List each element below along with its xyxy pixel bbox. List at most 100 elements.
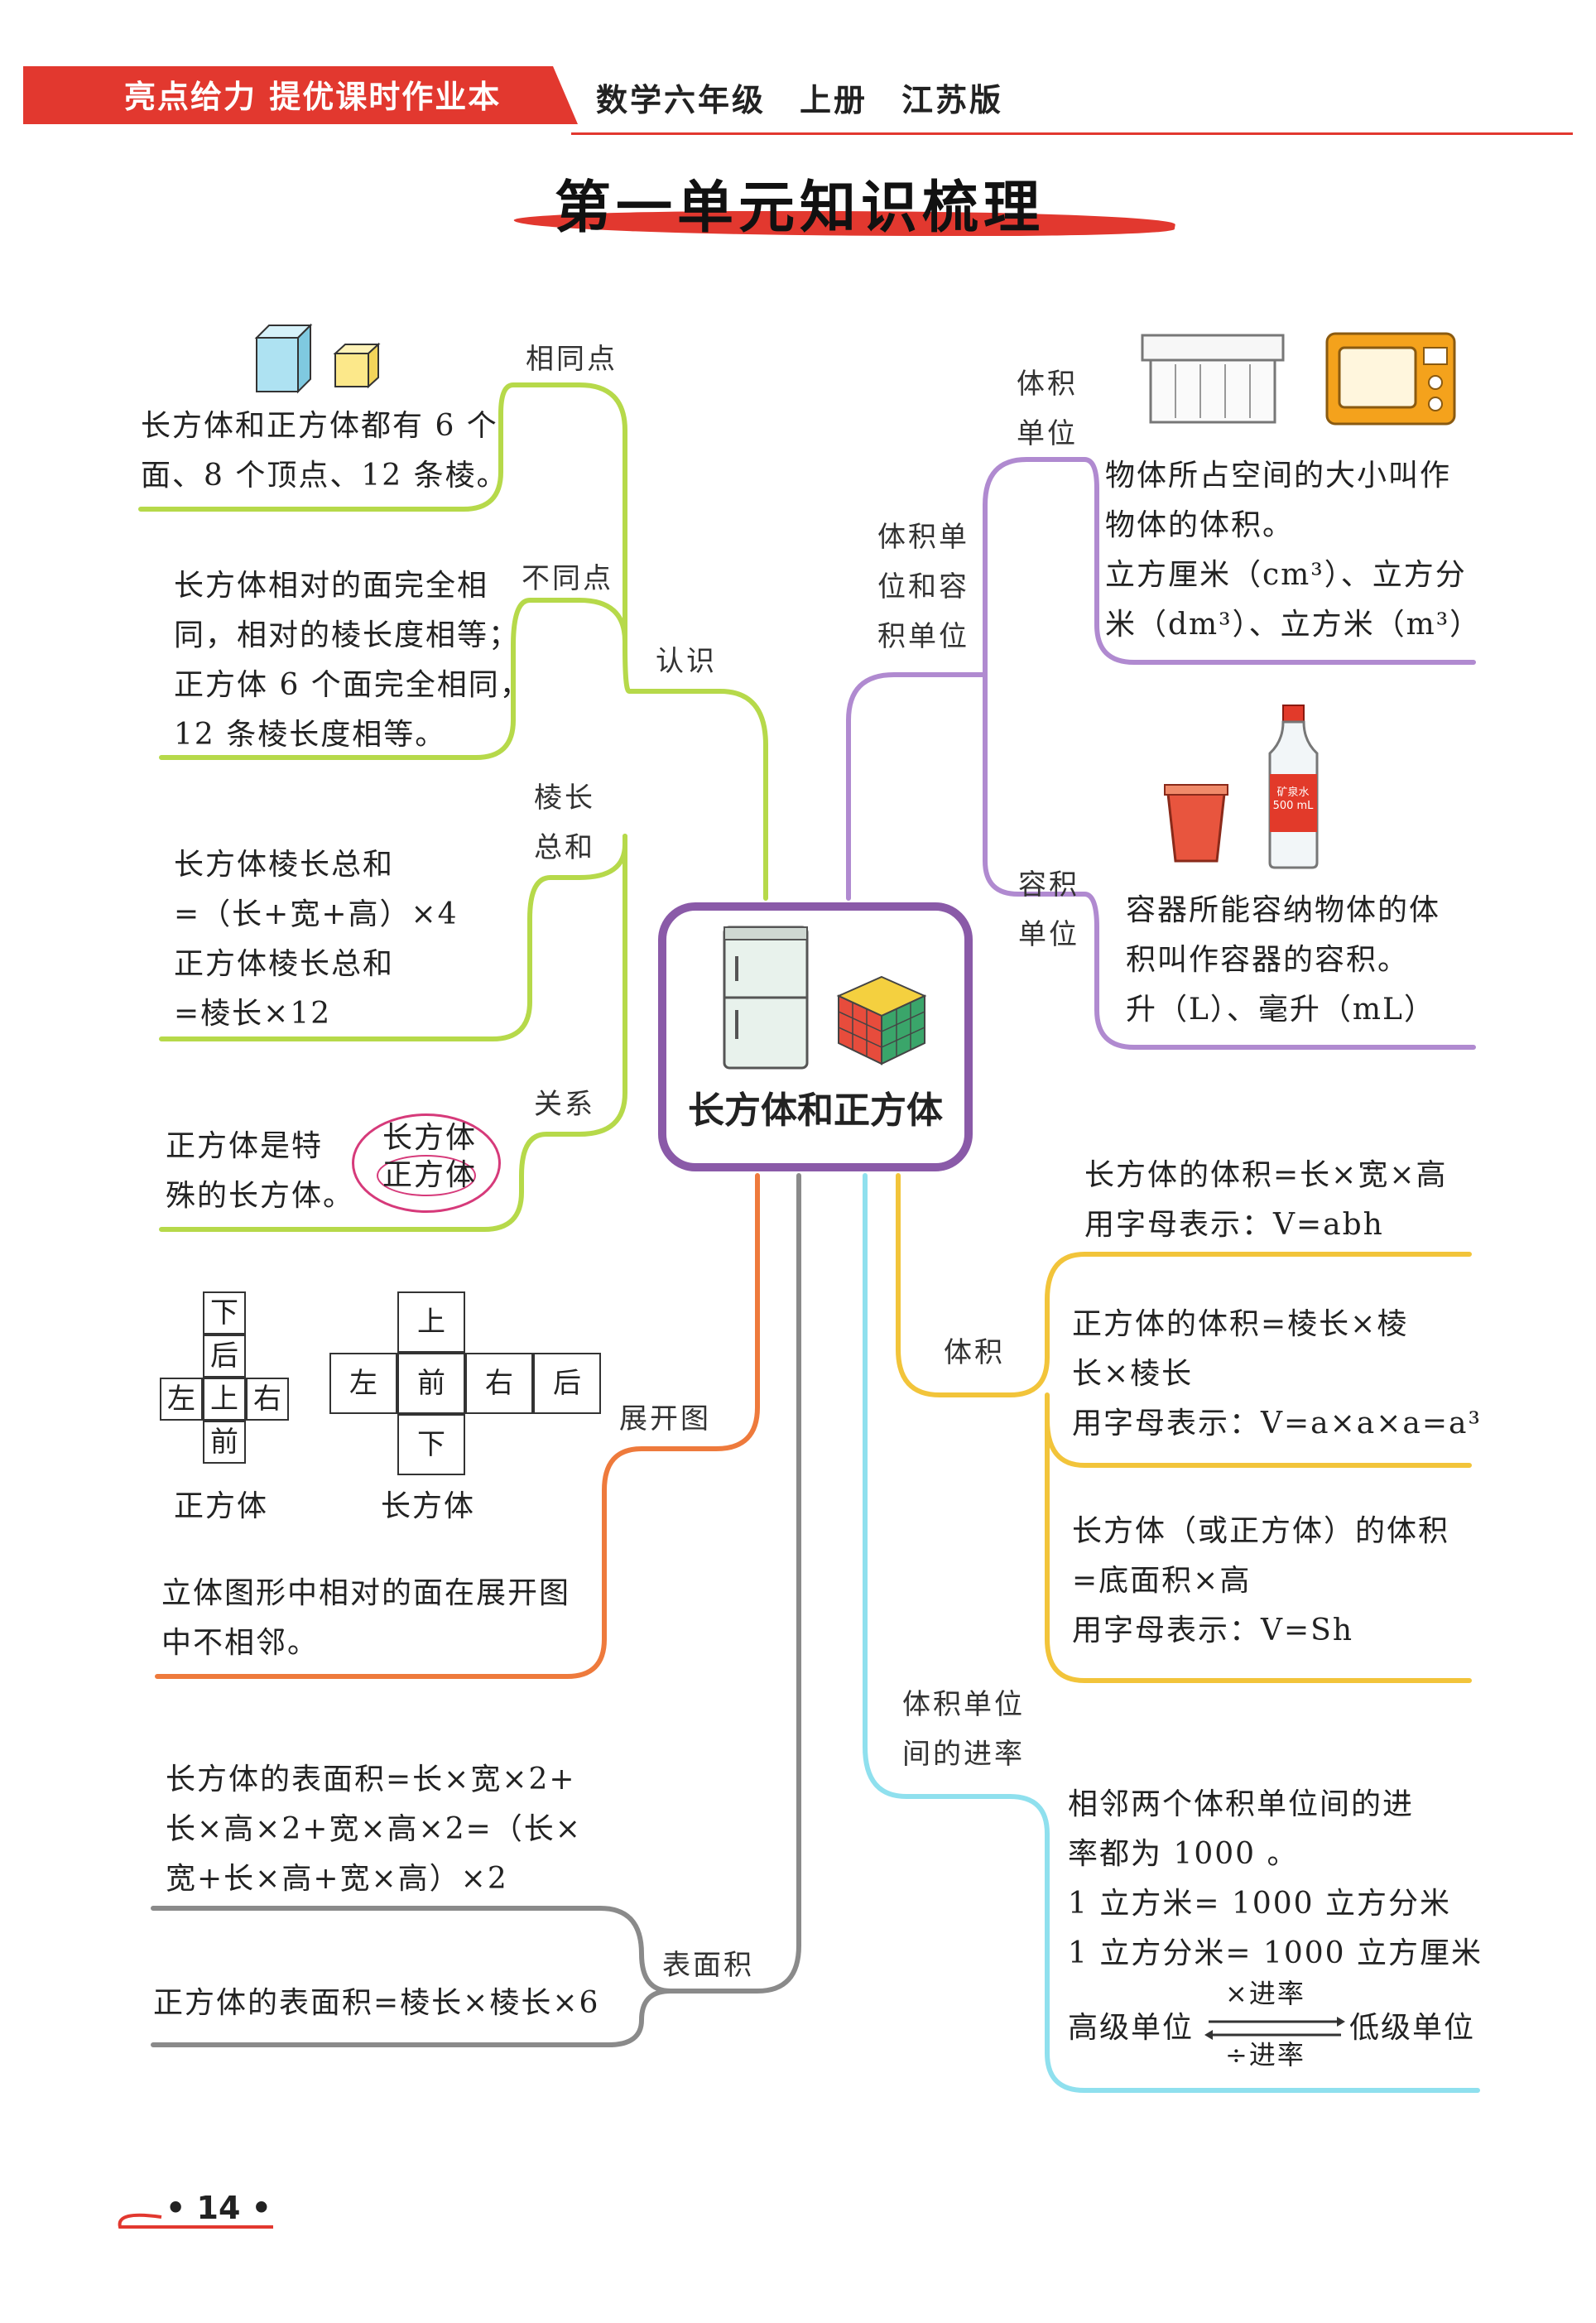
label-volume-unit-1: 体积 (1017, 368, 1078, 401)
branch-line-diff (159, 598, 627, 760)
header-banner (23, 66, 578, 124)
cuboid-net-caption: 长方体 (381, 1489, 476, 1523)
volume-block3-line-3: 用字母表示：V=Sh (1072, 1614, 1354, 1647)
relation-line-2: 殊的长方体。 (166, 1179, 355, 1213)
cuboid-net-cell: 上 (397, 1291, 465, 1353)
label-edge-sum-1: 棱长 (534, 782, 595, 815)
branch-label-surface: 表面积 (662, 1949, 754, 1982)
rate-multiply: ×进率 (1225, 1978, 1305, 2009)
cube-icon (333, 342, 381, 389)
branch-label-renshi: 认识 (656, 645, 717, 678)
cuboid-net-cell: 下 (397, 1414, 465, 1475)
cube-net-cell: 后 (203, 1335, 246, 1378)
surface-line-3: 宽+长×高+宽×高）×2 (166, 1862, 508, 1896)
same-points-line-1: 长方体和正方体都有 6 个 (141, 409, 498, 443)
page-number-underline (118, 2213, 273, 2229)
surface-line-1: 长方体的表面积=长×宽×2+ (166, 1763, 576, 1796)
rate-high-unit: 高级单位 (1068, 2011, 1195, 2045)
cuboid-net-cell: 左 (329, 1353, 397, 1414)
capacity-unit-line-1: 容器所能容纳物体的体 (1126, 893, 1441, 927)
branch-label-volume: 体积 (944, 1336, 1005, 1369)
cube-net-caption: 正方体 (174, 1489, 269, 1523)
relation-circle-inner: 正方体 (382, 1158, 478, 1192)
net-line-2: 中不相邻。 (161, 1626, 320, 1660)
header-book-info: 数学六年级 上册 江苏版 (596, 82, 1004, 118)
branch-line-volume-unit (846, 457, 1476, 901)
label-relation: 关系 (534, 1088, 595, 1121)
label-volume-unit-2: 单位 (1017, 417, 1078, 450)
header-rule (571, 132, 1573, 135)
relation-inner-circle (377, 1155, 476, 1196)
diff-points-line-2: 同，相对的棱长度相等； (174, 618, 521, 652)
volume-unit-line-1: 物体所占空间的大小叫作 (1105, 459, 1452, 493)
diff-points-line-1: 长方体相对的面完全相 (174, 569, 489, 603)
rate-line-2: 率都为 1000 。 (1068, 1837, 1299, 1871)
volume-block1-line-2: 用字母表示：V=abh (1084, 1208, 1384, 1242)
branch-line-relation (159, 834, 627, 1232)
water-bottle-icon (1268, 705, 1319, 869)
capacity-unit-line-3: 升（L）、毫升（mL） (1126, 993, 1435, 1027)
edge-sum-line-1: 长方体棱长总和 (174, 848, 395, 882)
cube-net-cell: 下 (203, 1291, 246, 1335)
cuboid-icon (254, 323, 313, 394)
volume-block3-line-1: 长方体（或正方体）的体积 (1072, 1514, 1450, 1548)
refrigerator-icon (723, 926, 809, 1070)
capacity-unit-line-2: 积叫作容器的容积。 (1126, 943, 1410, 977)
relation-circle-outer: 长方体 (382, 1121, 478, 1155)
label-same-points: 相同点 (526, 343, 618, 376)
volume-unit-line-3: 立方厘米（cm³）、立方分 (1105, 558, 1467, 592)
relation-line-1: 正方体是特 (166, 1129, 324, 1163)
edge-sum-line-2: =（长+宽+高）×4 (174, 897, 459, 931)
branch-label-units-2: 位和容 (877, 570, 969, 604)
cuboid-net-cell: 后 (533, 1353, 601, 1414)
branch-line-rate (863, 1173, 1480, 2093)
cube-net-cell: 上 (203, 1378, 246, 1421)
branch-label-units-3: 积单位 (877, 620, 969, 653)
label-edge-sum-2: 总和 (534, 831, 595, 864)
volume-block1-line-1: 长方体的体积=长×宽×高 (1084, 1158, 1448, 1192)
net-line-1: 立体图形中相对的面在展开图 (161, 1576, 571, 1610)
label-capacity-unit-2: 单位 (1018, 918, 1079, 951)
branch-label-rate-2: 间的进率 (902, 1738, 1025, 1771)
diff-points-line-3: 正方体 6 个面完全相同， (174, 668, 531, 702)
relation-circle (352, 1113, 501, 1213)
branch-line-surface-1 (151, 1173, 801, 1994)
label-diff-points: 不同点 (522, 562, 613, 595)
volume-block3-line-2: =底面积×高 (1072, 1564, 1252, 1598)
surface-line-4: 正方体的表面积=棱长×棱长×6 (153, 1986, 600, 2020)
branch-line-volume-1 (896, 1173, 1472, 1397)
rate-low-unit: 低级单位 (1349, 2011, 1476, 2045)
center-label: 长方体和正方体 (688, 1089, 943, 1132)
page-number: • 14 • (166, 2190, 272, 2226)
volume-block2-line-2: 长×棱长 (1072, 1357, 1194, 1391)
header-brand: 亮点给力 提优课时作业本 (124, 79, 502, 115)
label-capacity-unit-1: 容积 (1018, 868, 1079, 902)
diff-points-line-4: 12 条棱长度相等。 (174, 718, 447, 752)
branch-label-net: 展开图 (619, 1402, 711, 1436)
cup-icon (1164, 784, 1228, 863)
branch-line-edge-sum (159, 834, 627, 1041)
cube-net-cell: 右 (246, 1378, 289, 1421)
same-points-line-2: 面、8 个顶点、12 条棱。 (141, 459, 508, 493)
page-title: 第一单元知识梳理 (555, 176, 1046, 241)
rate-arrows-icon (1204, 2017, 1345, 2040)
edge-sum-line-4: =棱长×12 (174, 997, 332, 1031)
rate-line-1: 相邻两个体积单位间的进 (1068, 1787, 1415, 1821)
branch-line-volume-3 (1045, 1405, 1472, 1683)
water-bottle-label: 矿泉水 500 mL (1272, 786, 1314, 812)
rubiks-cube-icon (836, 975, 927, 1065)
volume-unit-line-4: 米（dm³）、立方米（m³） (1105, 608, 1482, 642)
branch-line-surface-2 (151, 1989, 673, 2047)
branch-label-rate-1: 体积单位 (902, 1688, 1025, 1721)
cuboid-net-cell: 右 (465, 1353, 533, 1414)
rate-divide: ÷进率 (1225, 2039, 1305, 2070)
branch-line-capacity-unit (983, 672, 1476, 1050)
rate-line-4: 1 立方分米= 1000 立方厘米 (1068, 1936, 1483, 1970)
branch-line-same (138, 382, 768, 901)
microwave-icon (1325, 332, 1456, 426)
rate-line-3: 1 立方米= 1000 立方分米 (1068, 1887, 1452, 1921)
surface-line-2: 长×高×2+宽×高×2=（长× (166, 1812, 582, 1846)
volume-block2-line-3: 用字母表示：V=a×a×a=a³ (1072, 1407, 1482, 1440)
volume-block2-line-1: 正方体的体积=棱长×棱 (1072, 1307, 1409, 1341)
